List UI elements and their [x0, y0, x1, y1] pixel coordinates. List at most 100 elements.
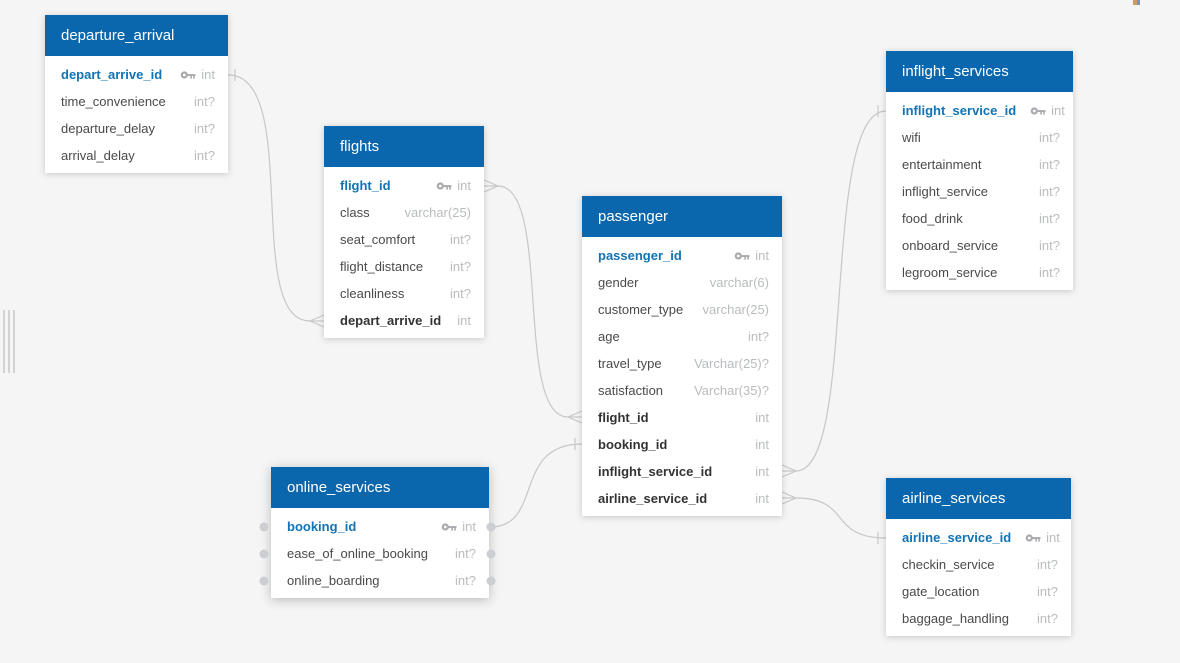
field-name: flight_distance [340, 259, 424, 274]
field-name: arrival_delay [61, 148, 135, 163]
field-meta: int? [1037, 584, 1058, 599]
field-type: int? [455, 573, 476, 588]
field-row-class[interactable]: class varchar(25) [324, 199, 484, 226]
cardinality-glyph [483, 185, 499, 193]
field-meta: varchar(25) [405, 205, 471, 220]
relationship-line[interactable] [497, 185, 569, 418]
artifact-right [1136, 0, 1140, 5]
field-type: varchar(6) [709, 275, 769, 290]
field-meta: int? [455, 546, 476, 561]
field-row-departure_delay[interactable]: departure_delay int? [45, 115, 228, 142]
table-header[interactable]: airline_services [886, 478, 1071, 519]
field-row-airline_service_id[interactable]: airline_service_id int [886, 524, 1071, 551]
relationship-line[interactable] [227, 74, 311, 322]
connection-port[interactable] [486, 522, 496, 531]
connection-port[interactable] [486, 549, 496, 558]
field-meta: int? [1039, 157, 1060, 172]
field-name: travel_type [598, 356, 662, 371]
relationship-line[interactable] [795, 110, 887, 472]
field-meta: int? [1039, 238, 1060, 253]
cardinality-glyph [567, 416, 583, 424]
field-name: class [340, 205, 370, 220]
field-name: passenger_id [598, 248, 682, 263]
connection-port[interactable] [259, 549, 269, 558]
table-header[interactable]: departure_arrival [45, 15, 228, 56]
table-title: departure_arrival [61, 27, 175, 44]
field-type: int? [1039, 157, 1060, 172]
field-name: time_convenience [61, 94, 166, 109]
field-name: cleanliness [340, 286, 405, 301]
connection-port[interactable] [486, 576, 496, 585]
table-header[interactable]: online_services [271, 467, 489, 508]
field-type: int [457, 178, 471, 193]
relationship-line[interactable] [489, 443, 583, 528]
field-name: depart_arrive_id [340, 313, 442, 328]
field-name: booking_id [598, 437, 668, 452]
field-name: onboard_service [902, 238, 999, 253]
primary-key-icon [436, 181, 452, 191]
field-name: inflight_service_id [598, 464, 713, 479]
field-meta: int [755, 410, 769, 425]
connection-port[interactable] [259, 522, 269, 531]
field-row-passenger_id[interactable]: passenger_id int [582, 242, 782, 269]
field-row-inflight_service_id[interactable]: inflight_service_id int [582, 458, 782, 485]
table-inflight_services[interactable]: inflight_services inflight_service_id int… [886, 51, 1073, 290]
cardinality-glyph [309, 320, 325, 328]
cardinality-glyph [309, 314, 325, 322]
cardinality-glyph [781, 491, 797, 499]
field-type: varchar(25) [702, 302, 769, 317]
table-header[interactable]: inflight_services [886, 51, 1073, 92]
canvas-resize-grip[interactable] [3, 310, 17, 373]
field-row-onboard_service[interactable]: onboard_service int? [886, 232, 1073, 259]
relationship-line[interactable] [795, 497, 887, 539]
field-meta: int [755, 491, 769, 506]
table-title: inflight_services [902, 63, 1009, 80]
field-row-flight_id[interactable]: flight_id int [324, 172, 484, 199]
field-name: departure_delay [61, 121, 155, 136]
field-meta: int? [194, 121, 215, 136]
field-row-depart_arrive_id[interactable]: depart_arrive_id int [324, 307, 484, 334]
table-header[interactable]: passenger [582, 196, 782, 237]
field-meta: int? [1037, 611, 1058, 626]
field-type: int? [1039, 265, 1060, 280]
connection-port[interactable] [259, 576, 269, 585]
table-header[interactable]: flights [324, 126, 484, 167]
field-meta: int [457, 313, 471, 328]
field-row-booking_id[interactable]: booking_id int [271, 513, 489, 540]
field-row-depart_arrive_id[interactable]: depart_arrive_id int [45, 61, 228, 88]
field-meta: int [755, 464, 769, 479]
table-flights[interactable]: flights flight_id int class varchar(25) seat… [324, 126, 484, 338]
field-row-inflight_service_id[interactable]: inflight_service_id int [886, 97, 1073, 124]
field-type: int [462, 519, 476, 534]
